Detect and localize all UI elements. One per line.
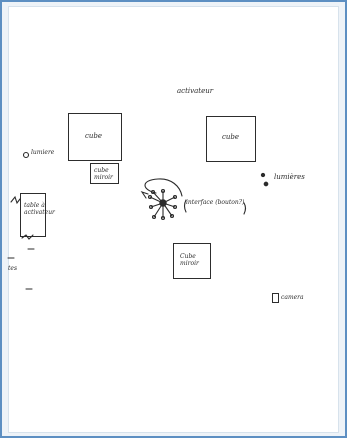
cube-mirror-small-box: cube miroir (90, 163, 119, 184)
camera-label: camera (281, 294, 304, 301)
cube-right-box: cube (206, 116, 256, 162)
light-dot-2 (263, 181, 269, 187)
lumieres-right-label: lumières (274, 173, 305, 181)
lumiere-left-label: lumiere (31, 149, 55, 156)
edge-fragment-label: tes (8, 265, 18, 272)
paper-sheet: activateur cube cube cube miroir Cube mi… (7, 6, 339, 433)
interface-label: interface (bouton?) (186, 199, 245, 206)
cube-left-label: cube (85, 132, 103, 140)
left-light-mark (22, 151, 30, 159)
cube-right-label: cube (222, 133, 240, 141)
table-activator-label: table à activateur (24, 202, 55, 217)
cube-mirror-bottom-box: Cube miroir (173, 243, 211, 279)
interface-hub-center (159, 199, 167, 207)
table-activator-box: table à activateur (20, 193, 55, 237)
cube-left-box: cube (68, 113, 122, 161)
activator-label: activateur (177, 87, 214, 95)
sketch-strokes (7, 151, 269, 290)
cube-mirror-bottom-label: Cube miroir (180, 253, 199, 267)
camera-box (272, 293, 279, 303)
light-dot-1 (260, 172, 266, 178)
rotation-arrow-head (140, 190, 149, 199)
cube-mirror-small-label: cube miroir (94, 167, 113, 181)
rotation-arrow (144, 178, 183, 197)
